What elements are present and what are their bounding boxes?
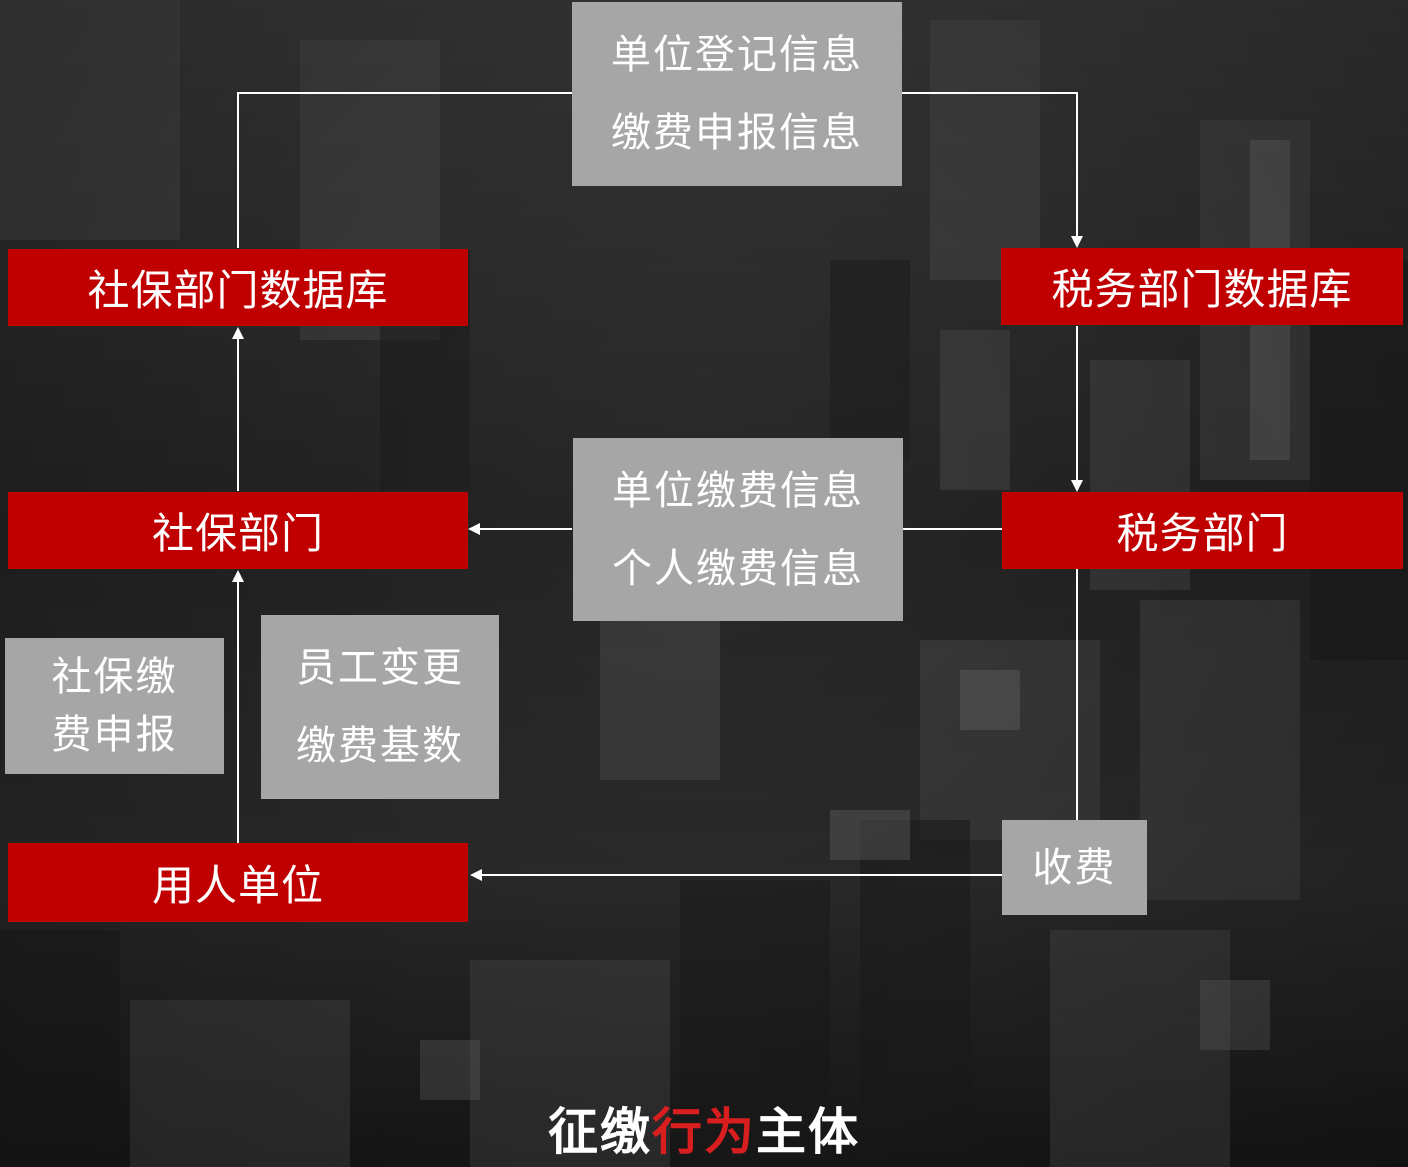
info-declaration-line1: 社保缴 [51,654,178,700]
line-socialdb-to-registration [237,92,572,248]
info-changes-line2: 缴费基数 [296,723,464,769]
node-social-security-database: 社保部门数据库 [8,249,468,326]
node-employer-label: 用人单位 [151,861,324,910]
info-registration-line2: 缴费申报信息 [611,110,863,156]
node-social-security-department-label: 社保部门 [151,509,324,558]
footer-title-accent: 行为 [652,1103,756,1161]
info-contribution-declaration: 社保缴 费申报 [5,638,224,774]
info-employee-changes: 员工变更 缴费基数 [261,615,499,799]
node-social-security-department: 社保部门 [8,492,468,569]
info-declaration-line2: 费申报 [51,712,178,758]
footer-title-part3: 主体 [756,1103,860,1161]
info-changes-line1: 员工变更 [296,645,464,691]
footer-title: 征缴行为主体 [0,1092,1408,1164]
footer-title-part1: 征缴 [548,1103,652,1161]
node-tax-database-label: 税务部门数据库 [1051,265,1353,314]
node-tax-database: 税务部门数据库 [1001,248,1403,325]
node-tax-department-label: 税务部门 [1116,509,1289,558]
info-registration-line1: 单位登记信息 [611,32,863,78]
info-registration-declaration: 单位登记信息 缴费申报信息 [572,2,902,186]
info-payment-details: 单位缴费信息 个人缴费信息 [573,438,903,621]
node-employer: 用人单位 [8,843,468,922]
arrow-registration-to-taxdb [902,92,1083,248]
info-payment-line2: 个人缴费信息 [612,545,864,592]
node-tax-department: 税务部门 [1002,492,1403,569]
info-payment-line1: 单位缴费信息 [612,467,864,514]
node-social-security-database-label: 社保部门数据库 [87,266,389,315]
info-fee-collection: 收费 [1002,820,1147,915]
info-fee-label: 收费 [1032,844,1117,891]
